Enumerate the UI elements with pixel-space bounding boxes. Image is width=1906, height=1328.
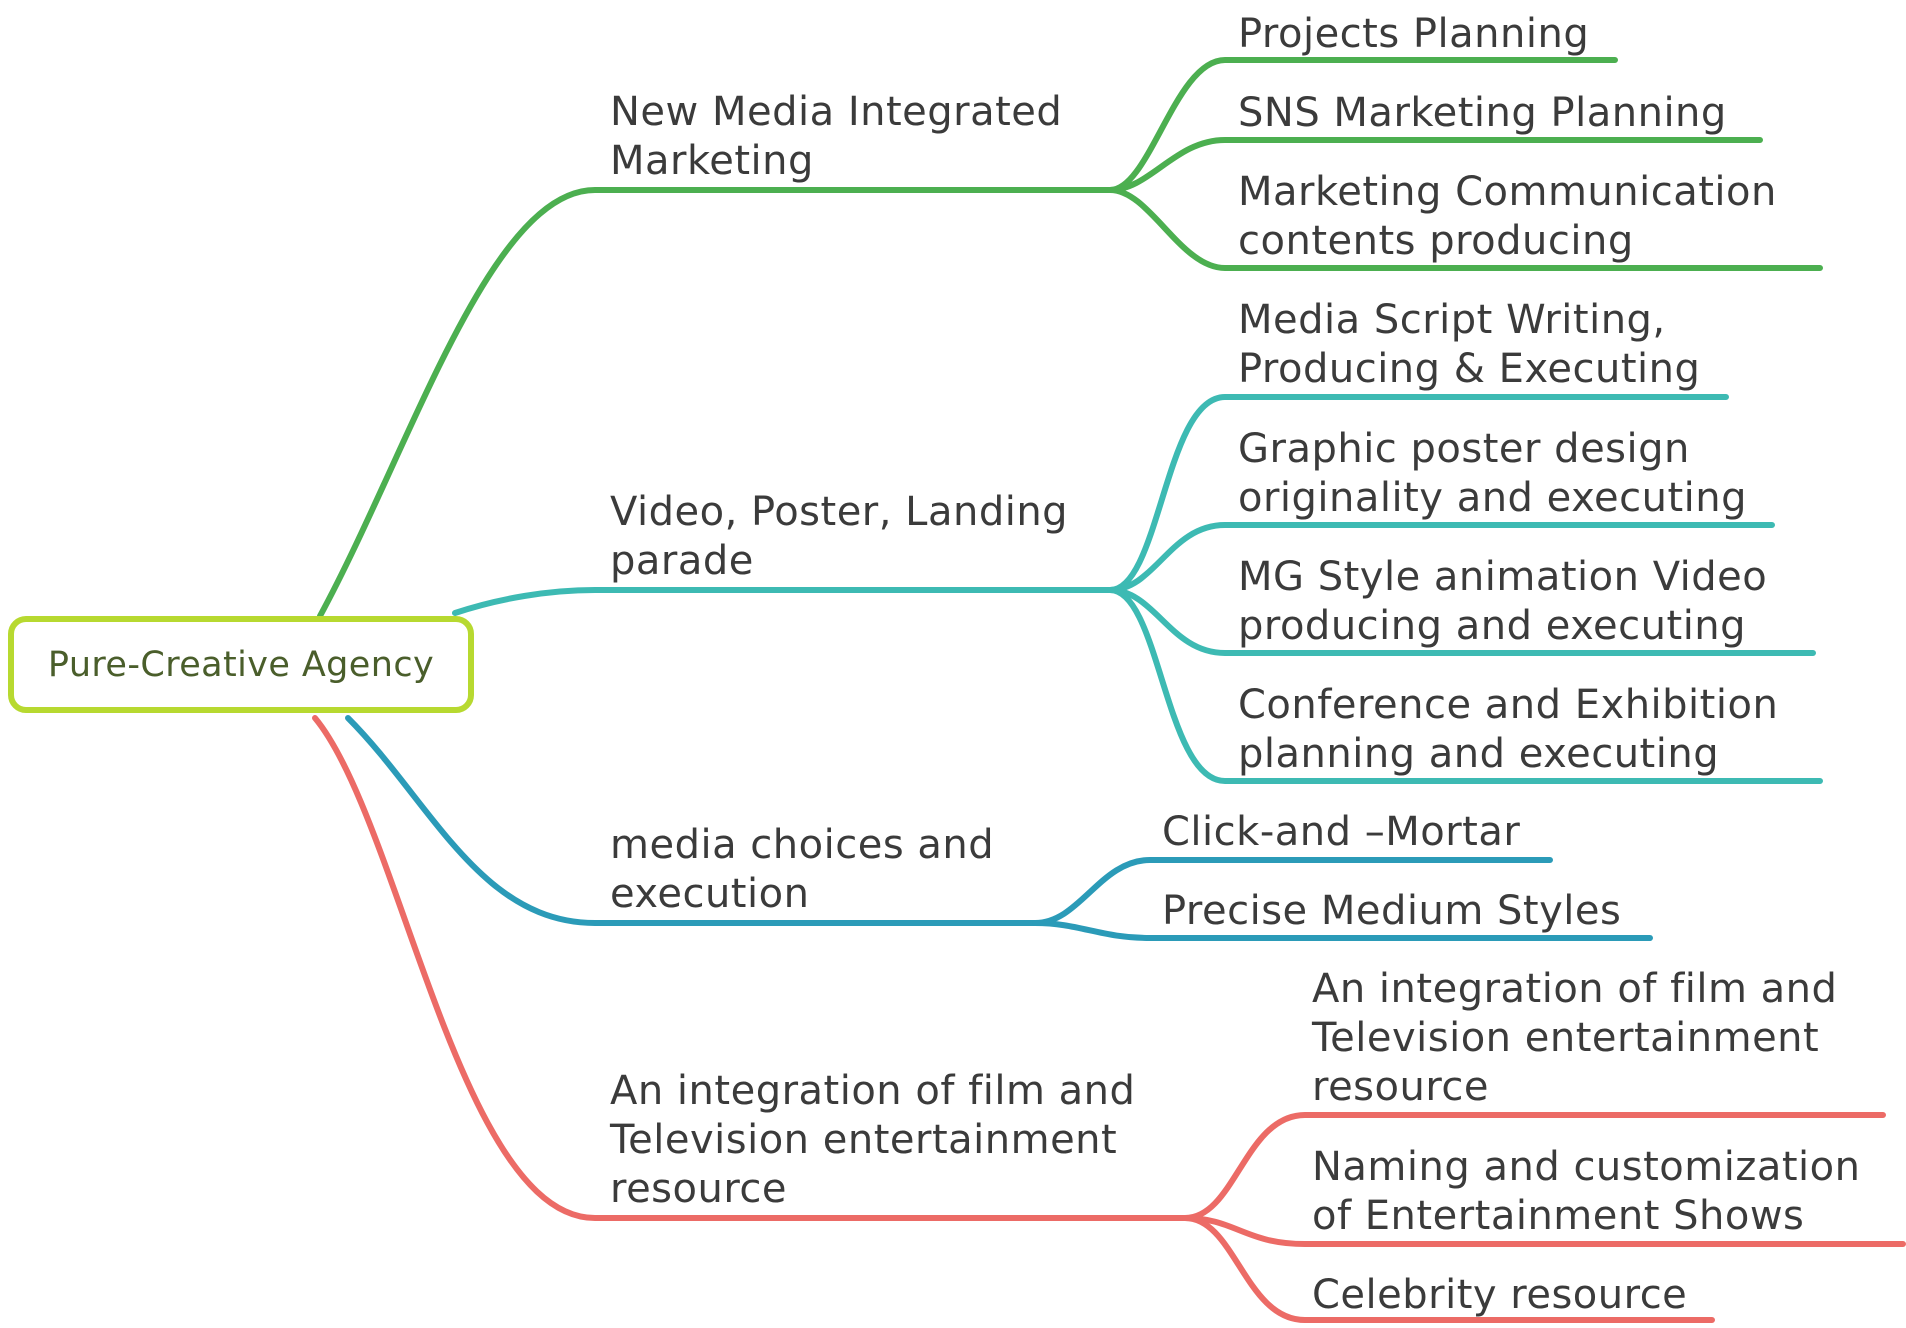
leaf-node-2-0[interactable]: Click-and –Mortar <box>1162 809 1521 855</box>
branch-0-sub-connectors <box>1107 57 1823 271</box>
connector-branch-1 <box>452 587 1113 616</box>
leaf-node-2-1[interactable]: Precise Medium Styles <box>1162 888 1622 934</box>
leaf-node-0-2[interactable]: Marketing Communication contents produci… <box>1238 169 1777 264</box>
connector-leaf-0-1 <box>1107 137 1763 193</box>
branch-node-0[interactable]: New Media Integrated Marketing <box>610 89 1063 184</box>
connector-leaf-3-2 <box>1182 1215 1715 1323</box>
connector-leaf-0-0 <box>1107 57 1618 193</box>
branch-node-3[interactable]: An integration of film and Television en… <box>610 1068 1136 1212</box>
leaf-node-1-1[interactable]: Graphic poster design originality and ex… <box>1238 426 1748 521</box>
leaf-node-1-0[interactable]: Media Script Writing, Producing & Execut… <box>1238 297 1701 392</box>
connector-branch-0 <box>317 187 1113 619</box>
root-node[interactable]: Pure-Creative Agency <box>8 616 474 713</box>
connector-leaf-1-3 <box>1107 587 1823 784</box>
leaf-node-3-1[interactable]: Naming and customization of Entertainmen… <box>1312 1144 1861 1239</box>
leaf-node-3-2[interactable]: Celebrity resource <box>1312 1272 1688 1318</box>
connector-leaf-2-1 <box>1032 920 1653 941</box>
connector-leaf-1-2 <box>1107 587 1816 656</box>
leaf-node-1-3[interactable]: Conference and Exhibition planning and e… <box>1238 682 1779 777</box>
leaf-node-1-2[interactable]: MG Style animation Video producing and e… <box>1238 554 1768 649</box>
connector-branch-3 <box>312 715 1188 1221</box>
leaf-node-3-0[interactable]: An integration of film and Television en… <box>1312 966 1838 1110</box>
connector-leaf-1-0 <box>1107 394 1729 593</box>
connector-branch-2 <box>345 715 1038 926</box>
connector-leaf-3-0 <box>1182 1112 1886 1221</box>
branch-node-2[interactable]: media choices and execution <box>610 822 995 917</box>
branch-node-1[interactable]: Video, Poster, Landing parade <box>610 489 1069 584</box>
connector-leaf-0-2 <box>1107 187 1823 271</box>
connector-leaf-2-0 <box>1032 857 1553 926</box>
leaf-node-0-0[interactable]: Projects Planning <box>1238 11 1590 57</box>
leaf-node-0-1[interactable]: SNS Marketing Planning <box>1238 90 1727 136</box>
branch-1-sub-connectors <box>1107 394 1823 784</box>
branch-2-sub-connectors <box>1032 857 1653 941</box>
connector-leaf-1-1 <box>1107 522 1775 593</box>
branch-3-sub-connectors <box>1182 1112 1906 1323</box>
root-node-label: Pure-Creative Agency <box>47 644 435 685</box>
